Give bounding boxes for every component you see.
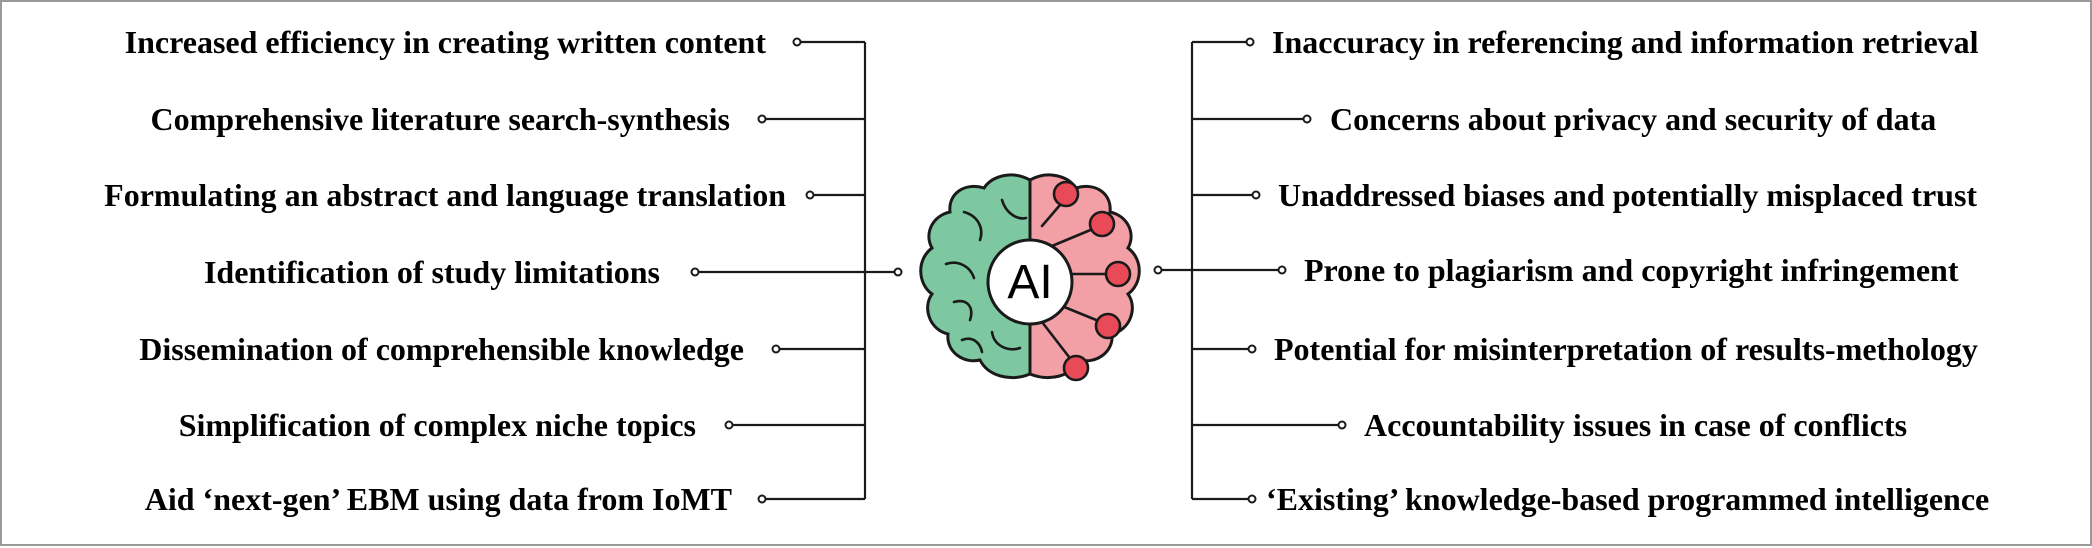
brain-left-lobe — [919, 173, 1030, 379]
right-item-label: Accountability issues in case of conflic… — [1364, 407, 1908, 443]
left-item-label: Aid ‘next-gen’ EBM using data from IoMT — [144, 481, 732, 517]
right-item-label: Unaddressed biases and potentially mispl… — [1278, 177, 1978, 213]
right-item-label: Inaccuracy in referencing and informatio… — [1272, 24, 1979, 60]
left-item-label: Formulating an abstract and language tra… — [104, 177, 786, 213]
right-item-label: ‘Existing’ knowledge-based programmed in… — [1266, 481, 1990, 517]
ai-center-disc — [986, 238, 1074, 326]
right-item-label: Prone to plagiarism and copyright infrin… — [1304, 252, 1959, 288]
left-item-label: Identification of study limitations — [203, 254, 660, 290]
right-item-label: Potential for misinterpretation of resul… — [1274, 331, 1978, 367]
left-item-label: Increased efficiency in creating written… — [124, 24, 766, 60]
left-item-label: Comprehensive literature search-synthesi… — [150, 101, 731, 137]
ai-center-label: AI — [1007, 256, 1052, 309]
left-item-label: Simplification of complex niche topics — [178, 407, 696, 443]
left-item-label: Dissemination of comprehensible knowledg… — [139, 331, 744, 367]
right-item-label: Concerns about privacy and security of d… — [1330, 101, 1937, 137]
